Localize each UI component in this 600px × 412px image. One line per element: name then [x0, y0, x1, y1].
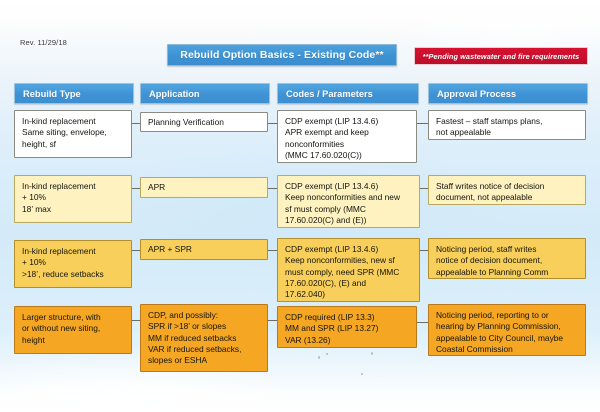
- chart-title-text: Rebuild Option Basics - Existing Code**: [180, 49, 384, 61]
- cell-approval-row2: Staff writes notice of decision document…: [428, 175, 586, 205]
- cell-application-row3: APR + SPR: [140, 239, 268, 260]
- scan-speck: [318, 356, 320, 359]
- cell-line: APR exempt and keep: [285, 127, 369, 138]
- cell-line: hearing by Planning Commission,: [436, 321, 561, 332]
- cell-application-row1: Planning Verification: [140, 112, 268, 132]
- connector-row4-b: [268, 320, 277, 321]
- cell-codes-row4: CDP required (LIP 13.3) MM and SPR (LIP …: [277, 306, 417, 348]
- cell-line: slopes or ESHA: [148, 355, 208, 366]
- cell-line: In-kind replacement: [22, 116, 96, 126]
- connector-row1-b: [268, 123, 277, 124]
- cell-line: CDP exempt (LIP 13.4.6): [285, 181, 379, 191]
- cell-line: CDP required (LIP 13.3): [285, 312, 375, 322]
- connector-row1-c: [417, 123, 428, 124]
- column-header-application: Application: [140, 83, 270, 104]
- column-header-rebuild-type: Rebuild Type: [14, 83, 134, 104]
- cell-line: MM and SPR (LIP 13.27): [285, 323, 379, 334]
- revision-date: Rev. 11/29/18: [20, 38, 67, 47]
- cell-line: 17.60.020(C), (E) and: [285, 277, 367, 288]
- cell-line: Coastal Commission: [436, 343, 513, 354]
- column-header-label: Codes / Parameters: [286, 88, 373, 99]
- pending-requirements-text: **Pending wastewater and fire requiremen…: [422, 51, 580, 61]
- cell-line: height: [22, 334, 45, 345]
- pending-requirements-badge: **Pending wastewater and fire requiremen…: [414, 47, 588, 65]
- column-header-label: Approval Process: [437, 88, 517, 99]
- column-header-codes-parameters: Codes / Parameters: [277, 83, 419, 104]
- cell-line: Keep nonconformities and new: [285, 192, 400, 203]
- cell-line: CDP exempt (LIP 13.4.6): [285, 244, 379, 254]
- cell-line: appealable to City Council, maybe: [436, 332, 564, 343]
- cell-line: 17.62.040): [285, 289, 326, 300]
- cell-line: MM if reduced setbacks: [148, 332, 237, 343]
- connector-row2-b: [268, 188, 277, 189]
- cell-line: VAR (13.26): [285, 334, 331, 345]
- cell-line: must comply, need SPR (MMC: [285, 266, 400, 277]
- cell-rebuild-type-row3: In-kind replacement + 10% >18’, reduce s…: [14, 240, 132, 288]
- connector-row3-c: [420, 250, 428, 251]
- connector-row4-c: [417, 322, 428, 323]
- cell-application-row2: APR: [140, 177, 268, 198]
- cell-line: 17.60.020(C) and (E)): [285, 214, 367, 225]
- connector-row3-a: [132, 250, 140, 251]
- cell-codes-row3: CDP exempt (LIP 13.4.6) Keep nonconformi…: [277, 238, 420, 302]
- cell-line: Staff writes notice of decision: [436, 181, 545, 191]
- cell-rebuild-type-row2: In-kind replacement + 10% 18’ max: [14, 175, 132, 223]
- connector-row2-a: [132, 188, 140, 189]
- cell-line: Keep nonconformities, new sf: [285, 255, 395, 266]
- scan-speck: [326, 353, 328, 355]
- cell-codes-row1: CDP exempt (LIP 13.4.6) APR exempt and k…: [277, 110, 417, 163]
- cell-line: or without new siting,: [22, 323, 101, 334]
- cell-line: Fastest – staff stamps plans,: [436, 116, 543, 126]
- cell-line: appealable to Planning Comm: [436, 266, 549, 277]
- cell-approval-row4: Noticing period, reporting to or hearing…: [428, 304, 586, 356]
- cell-line: CDP exempt (LIP 13.4.6): [285, 116, 379, 126]
- cell-rebuild-type-row4: Larger structure, with or without new si…: [14, 306, 132, 354]
- cell-rebuild-type-row1: In-kind replacement Same siting, envelop…: [14, 110, 132, 158]
- cell-line: (MMC 17.60.020(C)): [285, 149, 362, 160]
- connector-row4-a: [132, 320, 140, 321]
- column-header-approval-process: Approval Process: [428, 83, 588, 104]
- cell-line: notice of decision document,: [436, 255, 543, 266]
- cell-line: 18’ max: [22, 203, 52, 214]
- cell-line: Planning Verification: [148, 116, 224, 127]
- cell-line: >18’, reduce setbacks: [22, 268, 104, 279]
- cell-line: + 10%: [22, 257, 46, 268]
- connector-row2-c: [420, 188, 428, 189]
- cell-approval-row1: Fastest – staff stamps plans, not appeal…: [428, 110, 586, 140]
- cell-line: In-kind replacement: [22, 246, 96, 256]
- cell-line: CDP, and possibly:: [148, 310, 219, 320]
- scan-speck: [371, 352, 373, 355]
- cell-line: Same siting, envelope,: [22, 127, 107, 138]
- column-header-label: Rebuild Type: [23, 88, 81, 99]
- cell-line: VAR if reduced setbacks,: [148, 343, 242, 354]
- cell-application-row4: CDP, and possibly: SPR if >18’ or slopes…: [140, 304, 268, 372]
- cell-line: sf must comply (MMC: [285, 203, 366, 214]
- cell-line: Noticing period, reporting to or: [436, 310, 549, 320]
- cell-line: SPR if >18’ or slopes: [148, 321, 227, 332]
- cell-line: In-kind replacement: [22, 181, 96, 191]
- cell-line: + 10%: [22, 192, 46, 203]
- chart-title-banner: Rebuild Option Basics - Existing Code**: [167, 44, 397, 66]
- cell-line: document, not appealable: [436, 192, 533, 203]
- column-header-label: Application: [149, 88, 200, 99]
- cell-line: APR + SPR: [148, 244, 192, 255]
- scan-speck: [361, 373, 363, 375]
- cell-line: height, sf: [22, 138, 56, 149]
- cell-line: not appealable: [436, 127, 491, 138]
- connector-row1-a: [132, 123, 140, 124]
- cell-line: Larger structure, with: [22, 312, 101, 322]
- connector-row3-b: [268, 250, 277, 251]
- cell-approval-row3: Noticing period, staff writes notice of …: [428, 238, 586, 279]
- cell-line: nonconformities: [285, 138, 345, 149]
- cell-codes-row2: CDP exempt (LIP 13.4.6) Keep nonconformi…: [277, 175, 420, 228]
- cell-line: Noticing period, staff writes: [436, 244, 537, 254]
- cell-line: APR: [148, 182, 166, 193]
